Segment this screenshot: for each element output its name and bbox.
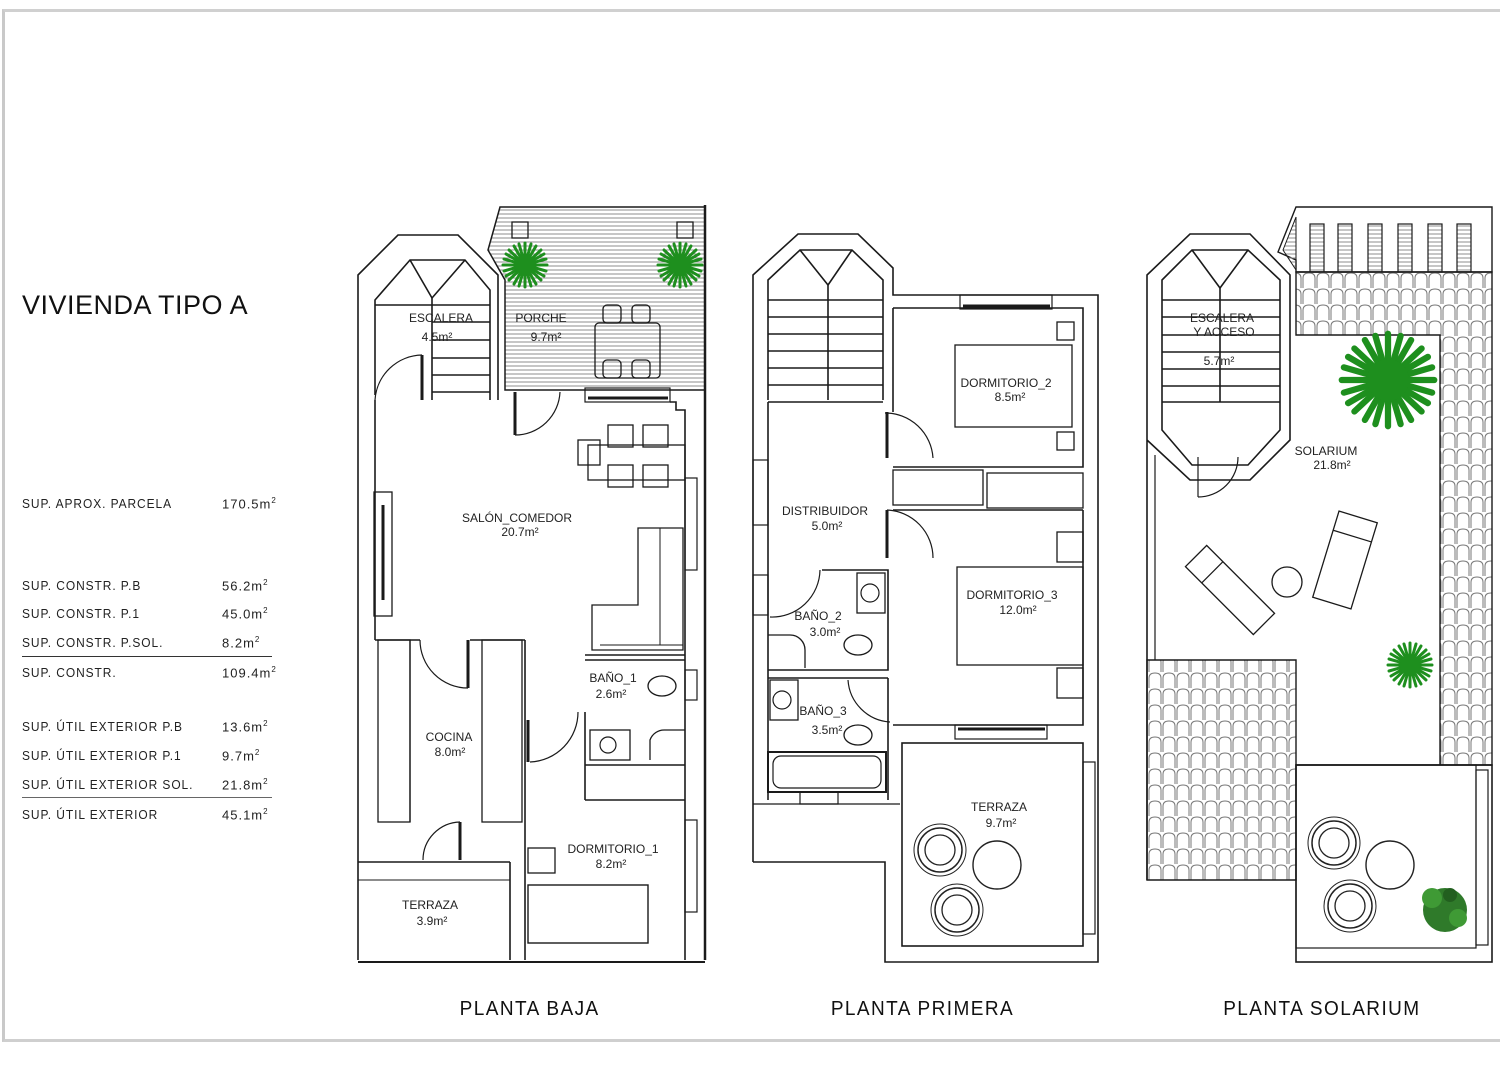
room-area-dormitorio3: 12.0m² — [999, 603, 1036, 617]
plan-planta-baja — [357, 205, 707, 963]
room-label-solarium: SOLARIUM — [1295, 444, 1358, 458]
summary-row-parcela: SUP. APROX. PARCELA 170.5m2 — [22, 496, 292, 514]
room-label-bano3: BAÑO_3 — [799, 704, 847, 718]
shrub-icon — [1422, 888, 1467, 932]
room-label-dormitorio2: DORMITORIO_2 — [960, 376, 1051, 390]
room-label-escalera-sol: ESCALERA — [1190, 311, 1254, 325]
summary-label: SUP. ÚTIL EXTERIOR — [22, 807, 159, 822]
room-label-escalera-sol-2: Y ACCESO — [1193, 325, 1254, 339]
summary-row-ext-p1: SUP. ÚTIL EXTERIOR P.1 9.7m2 — [22, 748, 292, 766]
room-area-distribuidor: 5.0m² — [812, 519, 843, 533]
room-area-bano1: 2.6m² — [596, 687, 627, 701]
room-area-dormitorio1: 8.2m² — [596, 857, 627, 871]
plant-icon — [656, 241, 704, 289]
summary-row-constr-pb: SUP. CONSTR. P.B 56.2m2 — [22, 578, 292, 596]
summary-row-constr-total: SUP. CONSTR. 109.4m2 — [22, 665, 292, 683]
room-area-bano2: 3.0m² — [810, 625, 841, 639]
page-title: VIVIENDA TIPO A — [22, 290, 249, 320]
room-label-bano2: BAÑO_2 — [794, 609, 842, 623]
room-area-cocina: 8.0m² — [435, 745, 466, 759]
summary-value: 170.5m2 — [222, 496, 277, 512]
plan-label-primera: PLANTA PRIMERA — [830, 998, 1015, 1020]
room-area-escalera: 4.5m² — [422, 330, 453, 344]
summary-value: 56.2m2 — [222, 578, 269, 594]
summary-label: SUP. CONSTR. P.1 — [22, 606, 140, 621]
summary-value: 9.7m2 — [222, 748, 261, 764]
room-label-terraza-p1: TERRAZA — [971, 800, 1027, 814]
room-label-cocina: COCINA — [426, 730, 473, 744]
porch-area — [487, 206, 706, 391]
room-label-terraza-pb: TERRAZA — [402, 898, 458, 912]
lounge-chair-icon — [930, 883, 984, 937]
room-area-solarium: 21.8m² — [1313, 458, 1350, 472]
room-area-salon: 20.7m² — [501, 525, 538, 539]
summary-label: SUP. ÚTIL EXTERIOR P.B — [22, 719, 183, 734]
lounge-chair-icon — [1323, 879, 1377, 933]
plan-label-baja: PLANTA BAJA — [459, 998, 600, 1020]
room-label-bano1: BAÑO_1 — [589, 671, 637, 685]
summary-label: SUP. APROX. PARCELA — [22, 496, 172, 511]
summary-value: 45.1m2 — [222, 807, 269, 823]
summary-label: SUP. ÚTIL EXTERIOR SOL. — [22, 777, 194, 792]
summary-divider — [22, 797, 272, 798]
lounge-chair-icon — [913, 823, 967, 877]
drawing-frame — [2, 9, 1500, 1042]
summary-value: 21.8m2 — [222, 777, 269, 793]
summary-value: 13.6m2 — [222, 719, 269, 735]
room-label-escalera: ESCALERA — [409, 311, 473, 325]
round-table-icon — [1365, 840, 1415, 890]
plan-planta-solarium — [1146, 206, 1493, 963]
room-area-bano3: 3.5m² — [812, 723, 843, 737]
room-label-distribuidor: DISTRIBUIDOR — [782, 504, 868, 518]
summary-divider — [22, 656, 272, 657]
plan-label-solarium: PLANTA SOLARIUM — [1223, 998, 1421, 1020]
summary-value: 45.0m2 — [222, 606, 269, 622]
round-table-icon — [972, 840, 1022, 890]
plant-icon — [501, 241, 549, 289]
room-label-porche: PORCHE — [515, 311, 566, 325]
palm-tree-icon — [1342, 334, 1434, 426]
summary-label: SUP. CONSTR. — [22, 665, 117, 680]
room-label-dormitorio1: DORMITORIO_1 — [567, 842, 658, 856]
summary-row-ext-total: SUP. ÚTIL EXTERIOR 45.1m2 — [22, 807, 292, 825]
room-label-salon: SALÓN_COMEDOR — [462, 510, 572, 525]
summary-label: SUP. CONSTR. P.SOL. — [22, 635, 164, 650]
lounge-chair-icon — [1307, 816, 1361, 870]
summary-row-ext-pb: SUP. ÚTIL EXTERIOR P.B 13.6m2 — [22, 719, 292, 737]
room-area-terraza-pb: 3.9m² — [417, 914, 448, 928]
room-label-dormitorio3: DORMITORIO_3 — [966, 588, 1057, 602]
room-area-dormitorio2: 8.5m² — [995, 390, 1026, 404]
plan-planta-primera — [752, 233, 1099, 963]
summary-label: SUP. ÚTIL EXTERIOR P.1 — [22, 748, 182, 763]
summary-row-ext-sol: SUP. ÚTIL EXTERIOR SOL. 21.8m2 — [22, 777, 292, 795]
summary-row-constr-p1: SUP. CONSTR. P.1 45.0m2 — [22, 606, 292, 624]
summary-row-constr-psol: SUP. CONSTR. P.SOL. 8.2m2 — [22, 635, 292, 653]
summary-value: 8.2m2 — [222, 635, 261, 651]
room-area-escalera-sol: 5.7m² — [1204, 354, 1235, 368]
room-labels: ESCALERA 4.5m² PORCHE 9.7m² SALÓN_COMEDO… — [402, 311, 1357, 928]
summary-label: SUP. CONSTR. P.B — [22, 578, 142, 593]
plant-icon — [1386, 641, 1434, 689]
summary-value: 109.4m2 — [222, 665, 277, 681]
room-area-porche: 9.7m² — [531, 330, 562, 344]
room-area-terraza-p1: 9.7m² — [986, 816, 1017, 830]
